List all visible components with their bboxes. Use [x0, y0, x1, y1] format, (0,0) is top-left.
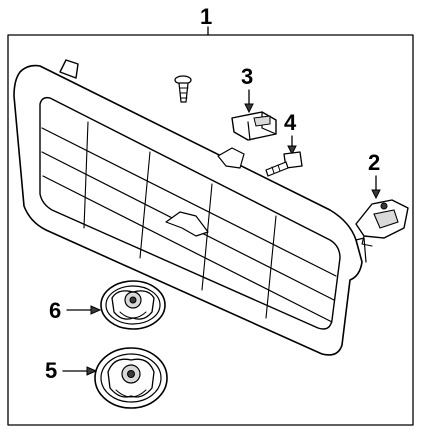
callout-4: 4	[284, 110, 297, 135]
grille-bar-3	[42, 175, 333, 323]
callout-6: 6	[49, 298, 61, 323]
retainer-clip	[231, 111, 277, 141]
callout-5: 5	[45, 358, 57, 383]
grille-assembly	[13, 59, 367, 356]
emblem-lower	[94, 347, 168, 409]
assembly-frame	[7, 26, 414, 426]
grille-vbar-1	[83, 121, 89, 229]
screw-top	[174, 75, 192, 103]
bolt	[265, 151, 303, 177]
callout-2-arrowhead	[371, 189, 381, 200]
callout-5-arrowhead	[86, 366, 98, 376]
grille-top-tab	[59, 59, 79, 79]
grille-inner-opening	[39, 96, 341, 330]
grille-vbar-3	[201, 183, 213, 291]
callout-6-arrowhead	[90, 305, 102, 315]
grille-vbar-4	[265, 215, 277, 319]
grille-side-tab	[217, 147, 245, 169]
callout-3-arrowhead	[244, 103, 254, 114]
callout-1: 1	[200, 4, 212, 29]
emblem-upper	[100, 280, 166, 330]
mounting-bracket	[355, 199, 409, 247]
callout-3: 3	[241, 64, 253, 89]
callout-2: 2	[368, 150, 380, 175]
callout-4-arrowhead	[287, 145, 297, 156]
grille-bar-1	[41, 127, 337, 277]
grille-vbar-2	[139, 151, 151, 259]
grille-emblem-mount	[165, 211, 209, 237]
